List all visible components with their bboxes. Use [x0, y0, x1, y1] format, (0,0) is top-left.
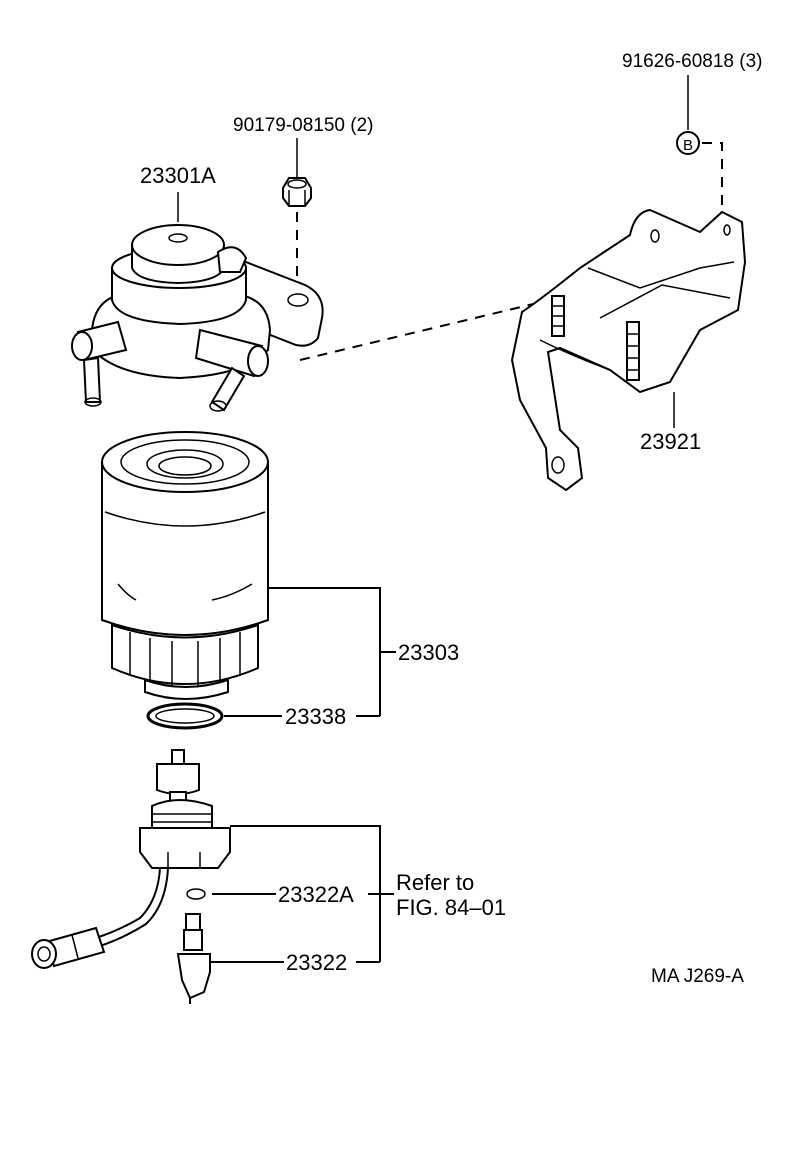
bracket-part-label: 23921 [640, 429, 701, 454]
bracket-assembly [510, 208, 747, 492]
sensor-oring-part-label: 23322A [278, 882, 354, 907]
nut-part-label: 90179-08150 (2) [233, 115, 374, 136]
filter-bracket-line [268, 587, 381, 716]
oring-part-label: 23338 [285, 704, 346, 729]
fuel-filter-cartridge [101, 431, 269, 700]
filter-head-assembly [71, 224, 324, 412]
body-part-label: 23301A [140, 163, 216, 188]
filter-part-label: 23303 [398, 640, 459, 665]
o-ring-icon [146, 702, 224, 730]
refer-text-line1: Refer to [396, 870, 474, 895]
diagram-code: MA J269-A [651, 966, 744, 987]
marker-b-text: B [683, 137, 693, 154]
screw-part-label: 91626-60818 (3) [622, 51, 763, 72]
nut-icon [282, 177, 312, 207]
screw-dashed-leader [702, 142, 723, 210]
refer-text-line2: FIG. 84–01 [396, 895, 506, 920]
sensor-part-label: 23322 [286, 950, 347, 975]
marker-b-icon: B [676, 131, 700, 155]
sensor-bracket-line [230, 825, 381, 962]
water-sensor-assembly [31, 749, 231, 1004]
